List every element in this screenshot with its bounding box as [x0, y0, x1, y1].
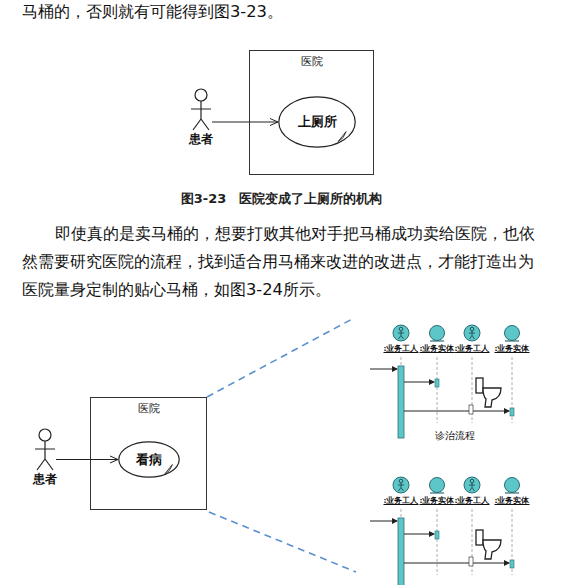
sequence-diagram: [370, 325, 520, 438]
stick-figure: [184, 88, 218, 132]
lifeline-name: :业务实体: [413, 496, 461, 506]
boundary-title: 医院: [250, 55, 373, 68]
sequence-diagram: [370, 477, 520, 585]
system-boundary: 医院看病: [90, 397, 207, 510]
system-boundary: 医院上厕所: [249, 50, 374, 175]
actor-name: 患者: [18, 472, 72, 486]
lifeline-name: :业务实体: [488, 344, 536, 354]
use-case-ellipse: 看病: [118, 441, 180, 478]
association-arrow: [56, 459, 118, 460]
lifeline-name: :业务工人: [448, 344, 496, 354]
stick-figure: [28, 428, 62, 472]
use-case-name: 上厕所: [298, 115, 337, 129]
figure-caption: 图3-23 医院变成了上厕所的机构: [0, 191, 563, 207]
body-paragraph: 即使真的是卖马桶的，想要打败其他对手把马桶成功卖给医院，也依然需要研究医院的流程…: [22, 220, 547, 304]
actor-name: 患者: [174, 132, 228, 146]
lifeline-name: :业务实体: [488, 496, 536, 506]
lifeline-name: :业务工人: [377, 344, 425, 354]
leader-line: [207, 318, 354, 397]
lifeline-name: :业务工人: [377, 496, 425, 506]
use-case-name: 看病: [136, 453, 162, 467]
body-text: 马桶的，否则就有可能得到图3-23。: [22, 0, 552, 24]
use-case-ellipse: 上厕所: [278, 96, 356, 148]
boundary-title: 医院: [91, 402, 206, 415]
actor-figure: 患者: [184, 88, 218, 146]
association-arrow: [212, 122, 278, 123]
actor-figure: 患者: [28, 428, 62, 486]
lifeline-name: :业务实体: [413, 344, 461, 354]
lifeline-name: :业务工人: [448, 496, 496, 506]
leader-line: [209, 512, 356, 572]
diagram-label: 诊治流程: [415, 429, 495, 442]
